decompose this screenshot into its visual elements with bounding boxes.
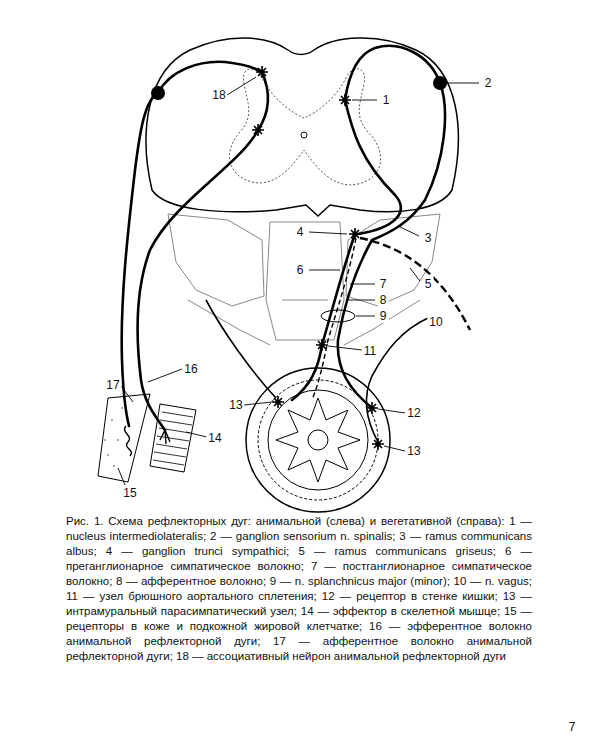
vertebra-outline (168, 214, 264, 306)
muscle-striation (153, 412, 193, 465)
intestine (308, 430, 328, 450)
spinal-ganglion (433, 76, 447, 90)
reflex-arc-illustration (339, 94, 351, 106)
leader-line (309, 232, 347, 234)
reflex-arc-illustration (301, 132, 307, 138)
skin-dots (121, 407, 123, 409)
callout-number: 9 (378, 309, 389, 323)
splanchnic-ring (321, 310, 355, 322)
vertebra-outline (346, 214, 440, 306)
page-number: 7 (567, 720, 578, 734)
callout-number: 5 (423, 277, 434, 291)
animal-reflex-arc (122, 93, 158, 426)
vegetative-reflex-arc (292, 46, 445, 408)
animal-reflex-arc (258, 72, 268, 130)
skin-dots (104, 439, 106, 441)
intestine (246, 368, 390, 512)
callout-number: 16 (182, 362, 199, 376)
leader-line (148, 369, 182, 382)
skin-dots (107, 454, 109, 456)
intestine (246, 368, 390, 512)
figure-caption: Рис. 1. Схема рефлекторных дуг: анимальн… (66, 514, 532, 664)
callout-number: 7 (378, 277, 389, 291)
reflex-arc-illustration (372, 438, 384, 450)
skin-dots (117, 439, 119, 441)
spinal-cord-outline (146, 38, 458, 216)
callout-number: 3 (423, 231, 434, 245)
vertebra-outline (168, 214, 440, 345)
animal-reflex-arc (138, 130, 258, 430)
spinal-ganglion (151, 86, 165, 100)
leader-line (350, 284, 375, 285)
callout-number: 6 (295, 263, 306, 277)
leader-line (356, 316, 375, 317)
callout-number: 4 (295, 225, 306, 239)
vertebra-outline (282, 300, 328, 301)
vagus-nerve (366, 318, 428, 442)
grey-matter (230, 69, 381, 185)
muscle-striation (153, 412, 193, 465)
leader-line (346, 300, 375, 301)
skin (98, 394, 150, 482)
leader-line (328, 346, 362, 350)
reflex-arc-illustration (316, 339, 328, 351)
leader-line (384, 446, 405, 451)
leader-line (186, 432, 207, 437)
reflex-arc-illustration (349, 228, 361, 240)
callout-number: 8 (378, 293, 389, 307)
callout-number: 13 (405, 444, 422, 458)
leader-line (352, 100, 377, 101)
callout-number: 17 (104, 378, 121, 392)
muscle-effector (160, 430, 170, 444)
leader-line (309, 270, 340, 271)
callout-number: 11 (362, 344, 378, 358)
callout-number: 12 (405, 406, 422, 420)
vegetative-reflex-arc (322, 234, 355, 345)
vertebra-outline (266, 222, 344, 340)
reflex-arc-illustration (272, 396, 284, 408)
callout-number: 18 (210, 88, 227, 102)
callout-number: 1 (381, 93, 392, 107)
leader-line (118, 468, 125, 485)
intestine (276, 398, 360, 482)
reflex-arc-illustration (366, 402, 378, 414)
skin-dots (104, 407, 123, 467)
animal-reflex-arc (122, 62, 268, 430)
leader-line (227, 77, 256, 95)
intestine (268, 390, 368, 490)
callout-number: 2 (483, 76, 494, 90)
leader-line (244, 402, 272, 405)
skin-receptor (124, 426, 131, 456)
leader-line (410, 268, 420, 281)
leader-line (378, 409, 405, 413)
callout-number: 15 (121, 486, 138, 500)
vegetative-reflex-arc (345, 46, 440, 100)
callout-number: 14 (206, 431, 223, 445)
reflex-arc-illustration (252, 124, 264, 136)
callout-number: 10 (427, 315, 444, 329)
vegetative-reflex-arc (338, 83, 445, 408)
vegetative-reflex-arc (292, 345, 322, 400)
leader-line (398, 226, 419, 236)
reflex-arc-illustration (256, 66, 268, 78)
skin-dots (111, 419, 113, 421)
leader-line (118, 77, 479, 485)
callout-number: 13 (227, 398, 244, 412)
left-vagus-branch (206, 300, 276, 398)
intestine (258, 380, 378, 500)
vegetative-reflex-arc (345, 100, 401, 234)
leader-line (448, 83, 479, 84)
ramus-griseus (360, 238, 470, 330)
skin-dots (113, 465, 115, 467)
leader-line (121, 386, 133, 402)
muscle (150, 404, 196, 472)
